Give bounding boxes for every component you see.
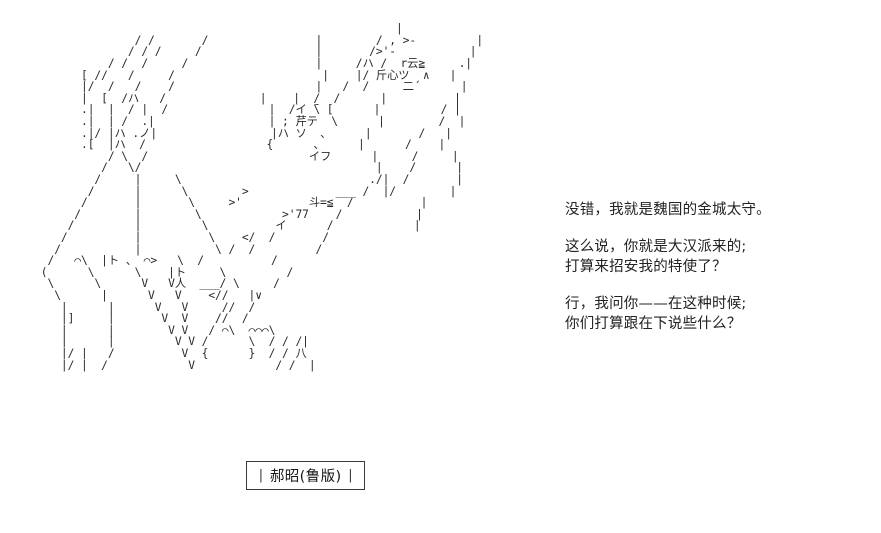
dialogue-line: 行，我问你——在这种时候;: [565, 296, 747, 312]
dialogue-paragraph-3: 行，我问你——在这种时候; 你们打算跟在下说些什么？: [565, 294, 870, 334]
ascii-art-character-portrait: | / / / | / , >- | / / / / | />'- | / / …: [40, 23, 484, 372]
dialogue-line: 没错，我就是魏国的金城太守。: [565, 202, 771, 218]
dialogue-paragraph-1: 没错，我就是魏国的金城太守。: [565, 200, 870, 220]
dialogue-line: 打算来招安我的特使了？: [565, 259, 727, 275]
nameplate-character-name: 郝昭(鲁版): [269, 469, 342, 485]
dialogue-paragraph-2: 这么说，你就是大汉派来的; 打算来招安我的特使了？: [565, 237, 870, 277]
character-nameplate: | 郝昭(鲁版) |: [246, 461, 366, 490]
nameplate-left-bar: |: [257, 468, 265, 483]
dialogue-text-block: 没错，我就是魏国的金城太守。 这么说，你就是大汉派来的; 打算来招安我的特使了？…: [565, 200, 870, 334]
dialogue-line: 你们打算跟在下说些什么？: [565, 316, 742, 332]
nameplate-right-bar: |: [346, 468, 355, 483]
dialogue-line: 这么说，你就是大汉派来的;: [565, 239, 747, 255]
